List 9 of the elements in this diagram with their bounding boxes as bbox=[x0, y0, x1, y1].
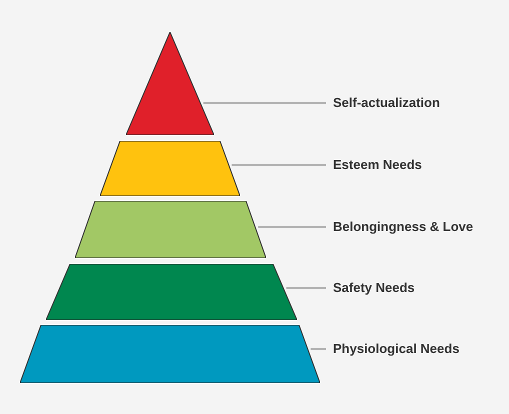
level-label: Belongingness & Love bbox=[333, 219, 474, 235]
level-label: Safety Needs bbox=[333, 280, 415, 296]
leader-line bbox=[231, 164, 326, 166]
leader-line bbox=[258, 226, 326, 228]
leader-line bbox=[310, 348, 326, 350]
level-label: Esteem Needs bbox=[333, 157, 422, 173]
leader-line bbox=[202, 102, 326, 104]
level-label: Self-actualization bbox=[333, 95, 440, 111]
level-label: Physiological Needs bbox=[333, 341, 460, 357]
